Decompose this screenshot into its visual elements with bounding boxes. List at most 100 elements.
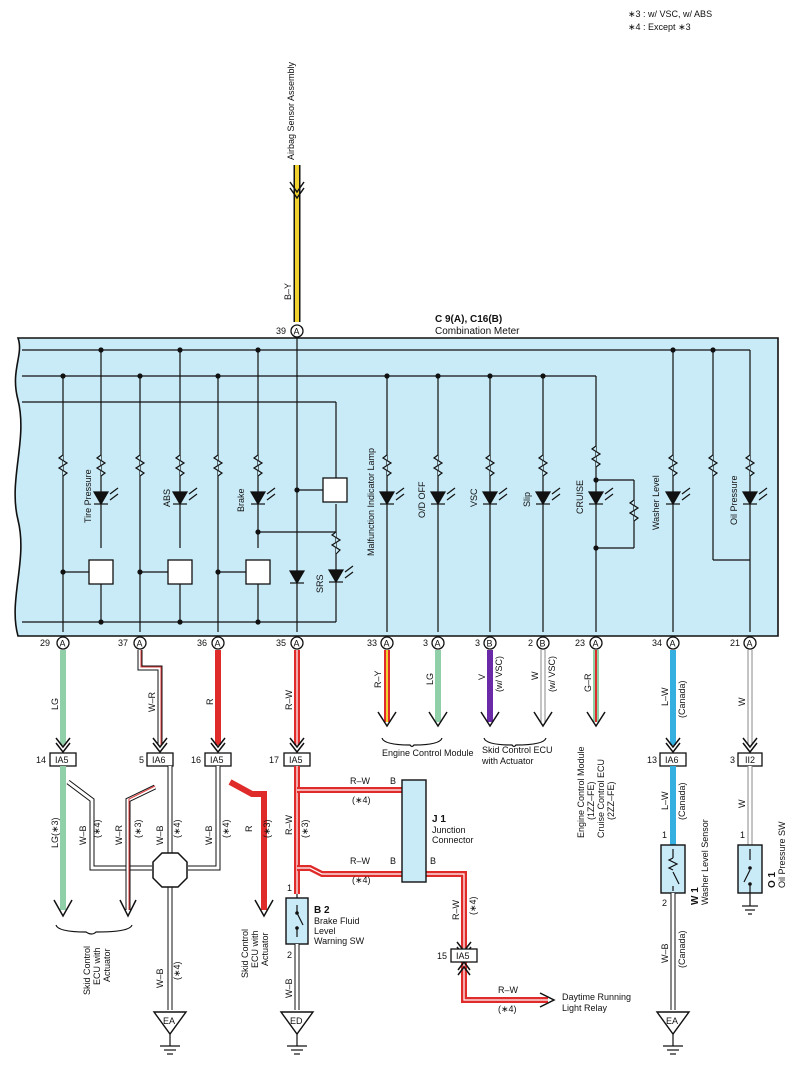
dest-ecm-cruise-4: (2ZZ–FE) [606,781,616,820]
pin-num-2: 2 [528,638,533,648]
svg-text:(∗4): (∗4) [172,819,182,838]
svg-text:1: 1 [740,830,745,840]
airbag-wire: Airbag Sensor Assembly B–Y [283,61,305,322]
meter-junction-dots [60,347,716,625]
svg-text:W: W [737,697,747,706]
label-cruise: CRUISE [575,480,585,514]
pin-num-21: 21 [730,638,740,648]
svg-text:IA5: IA5 [55,755,69,765]
svg-text:1: 1 [662,830,667,840]
svg-text:(Canada): (Canada) [677,782,687,820]
svg-text:(∗3): (∗3) [300,819,310,838]
svg-text:Skid Control: Skid Control [240,929,250,978]
top-pin-letter: A [294,327,300,337]
svg-text:EA: EA [666,1016,678,1026]
label-brake: Brake [236,488,246,512]
svg-text:Actuator: Actuator [260,932,270,966]
pin-num-34: 34 [652,638,662,648]
svg-text:ECU with: ECU with [92,947,102,985]
svg-text:IA5: IA5 [456,951,470,961]
svg-text:W: W [530,671,540,680]
rw-harness [285,766,556,1010]
svg-text:Level: Level [314,926,336,936]
note-3: ∗3 : w/ VSC, w/ ABS [628,9,712,19]
note-4: ∗4 : Except ∗3 [628,22,691,32]
label-washer-level: Washer Level [651,475,661,530]
svg-text:R–Y: R–Y [373,670,383,688]
label-oil-pressure: Oil Pressure [729,475,739,525]
pin-num-3b: 3 [475,638,480,648]
svg-text:17: 17 [269,755,279,765]
svg-text:(Canada): (Canada) [677,680,687,718]
svg-text:B: B [487,639,493,649]
svg-text:16: 16 [191,755,201,765]
j1-junction-connector [401,779,427,883]
svg-text:R–W: R–W [284,814,294,835]
svg-text:A: A [215,639,221,649]
label-tire-pressure: Tire Pressure [83,469,93,523]
svg-text:V: V [477,674,487,680]
meter-driver-boxes [88,477,348,585]
dest-labels: Engine Control Module Skid Control ECU w… [381,737,616,838]
svg-text:A: A [294,639,300,649]
svg-text:W–R: W–R [147,692,157,713]
svg-text:B: B [390,776,396,786]
svg-text:IA6: IA6 [665,755,679,765]
label-srs: SRS [315,574,325,593]
svg-text:(∗4): (∗4) [468,896,478,915]
label-od-off: O/D OFF [417,481,427,518]
svg-text:LG: LG [50,698,60,710]
svg-text:R: R [205,698,215,705]
svg-text:R–W: R–W [498,985,519,995]
svg-text:W: W [737,799,747,808]
svg-text:A: A [747,639,753,649]
svg-text:Skid Control: Skid Control [82,946,92,995]
inline-connectors: 14 IA5 5 IA6 16 IA5 17 IA5 13 IA6 3 II2 [36,752,763,767]
svg-text:(∗4): (∗4) [352,795,371,805]
svg-text:(∗4): (∗4) [352,875,371,885]
svg-text:W 1: W 1 [690,887,701,905]
pin-num-23: 23 [575,638,585,648]
svg-text:Actuator: Actuator [102,948,112,982]
label-mil: Malfunction Indicator Lamp [366,448,376,556]
rw-harness-labels: R–W (∗3) R–W (∗4) B R–W (∗4) B B J 1 Jun… [284,776,631,1014]
dest-ecm-cruise-1: Engine Control Module [576,746,586,838]
airbag-dest-label: Airbag Sensor Assembly [286,61,296,160]
svg-text:2: 2 [662,898,667,908]
svg-text:Brake Fluid: Brake Fluid [314,916,360,926]
meter-bottom-pins: 29 A 37 A 36 A 35 A 33 A 3 A 3 B 2 B 23 … [40,636,757,650]
svg-text:15: 15 [437,951,447,961]
svg-text:Washer Level Sensor: Washer Level Sensor [700,819,710,905]
label-abs: ABS [162,489,172,507]
svg-text:L–W: L–W [660,791,670,810]
dest-skid-2: with Actuator [481,756,534,766]
svg-text:(∗4): (∗4) [221,819,231,838]
svg-text:14: 14 [36,755,46,765]
svg-text:(Canada): (Canada) [677,930,687,968]
svg-text:A: A [435,639,441,649]
svg-text:(w/ VSC): (w/ VSC) [494,656,504,692]
svg-text:A: A [384,639,390,649]
lower-wires [55,650,758,754]
dest-ecm-cruise-3: Cruise Control ECU [596,759,606,838]
b2-brake-fluid-switch [285,897,309,945]
svg-text:ED: ED [290,1016,303,1026]
svg-text:IA5: IA5 [210,755,224,765]
label-vsc: VSC [469,488,479,507]
svg-text:2: 2 [287,950,292,960]
pin-num-33: 33 [367,638,377,648]
svg-text:Connector: Connector [432,835,474,845]
svg-text:J 1: J 1 [432,814,446,825]
pin-num-3a: 3 [423,638,428,648]
upper-wire-labels: LG W–R R R–W R–Y LG V (w/ VSC) W (w/ VSC… [50,656,747,718]
meter-subtitle: Combination Meter [435,326,520,337]
svg-text:A: A [137,639,143,649]
svg-text:W–B: W–B [155,825,165,845]
dest-ecm-cruise-2: (1ZZ–FE) [586,781,596,820]
pin-num-36: 36 [197,638,207,648]
svg-text:W–B: W–B [660,943,670,963]
svg-text:3: 3 [730,755,735,765]
svg-text:A: A [60,639,66,649]
svg-text:R–W: R–W [284,689,294,710]
svg-text:(∗3): (∗3) [133,819,143,838]
